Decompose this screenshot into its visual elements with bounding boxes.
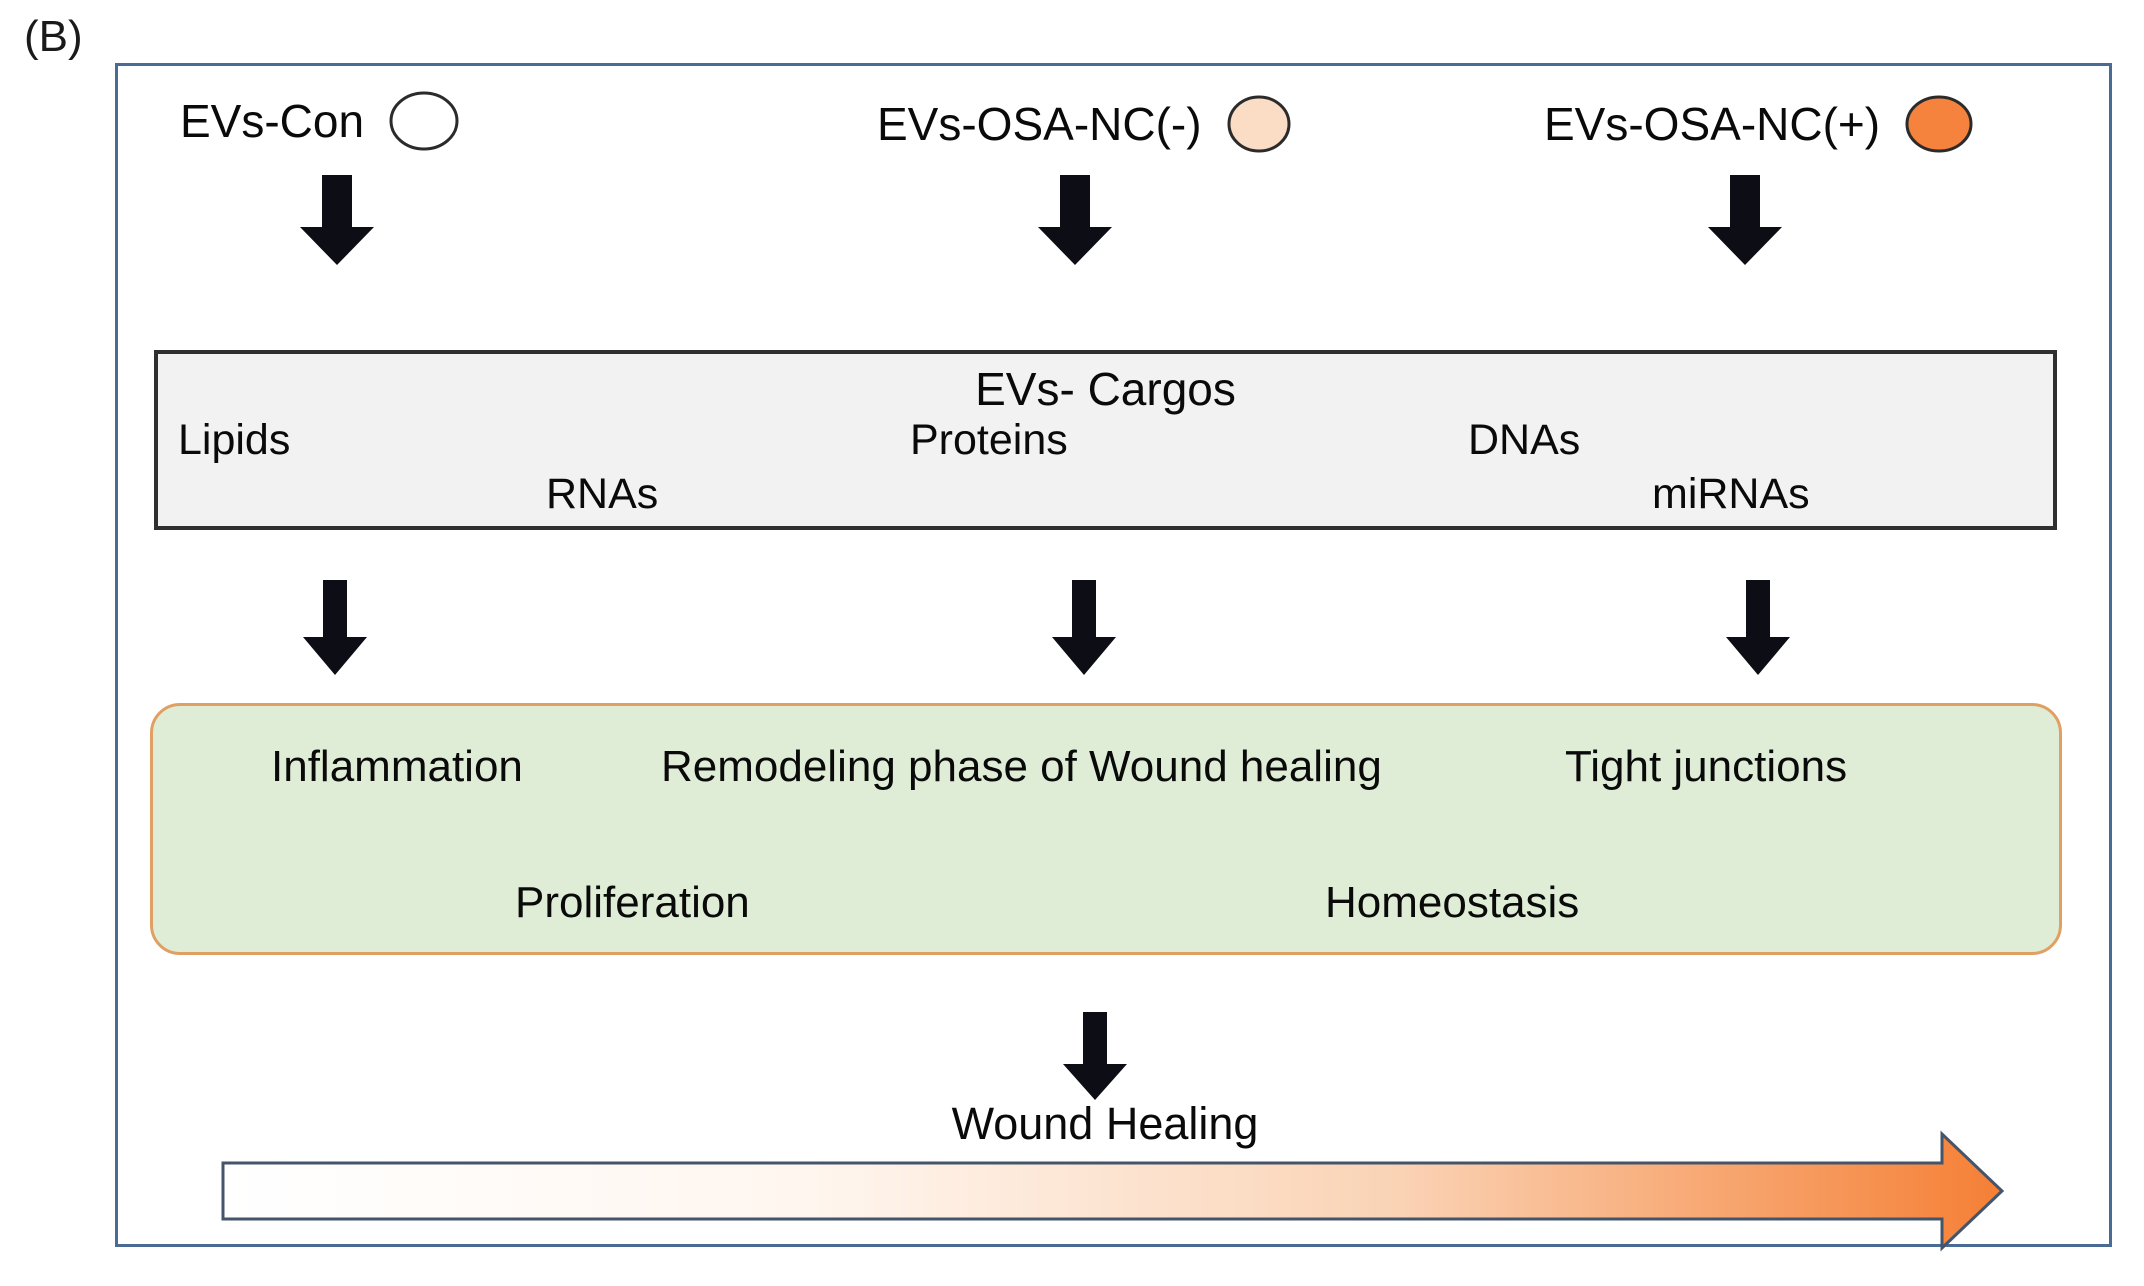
legend-label-evs-con: EVs-Con [180,95,365,147]
legend-label-evs-osa-nc-neg: EVs-OSA-NC(-) [877,98,1202,150]
circle-swatch-orange-icon [1905,95,1973,153]
circle-swatch-white-icon [389,91,459,151]
down-arrow-icon [1726,580,1790,675]
legend-label-evs-osa-nc-pos: EVs-OSA-NC(+) [1544,98,1881,150]
effect-item-tight-junctions: Tight junctions [1565,742,1848,791]
cargo-item-dnas: DNAs [1468,416,1581,464]
cargo-item-rnas: RNAs [546,470,659,518]
legend-item-evs-osa-nc-pos: EVs-OSA-NC(+) [1544,93,1974,155]
effect-item-remodeling-phase: Remodeling phase of Wound healing [661,742,1382,791]
evs-cargo-box: EVs- Cargos Lipids Proteins DNAs RNAs mi… [154,350,2057,530]
cargo-item-mirnas: miRNAs [1652,470,1810,518]
down-arrow-icon [1052,580,1116,675]
cargo-item-lipids: Lipids [178,416,291,464]
cargo-item-proteins: Proteins [910,416,1068,464]
legend-item-evs-con: EVs-Con [180,90,460,152]
down-arrow-icon [1708,175,1782,265]
down-arrow-icon [1063,1012,1127,1100]
circle-swatch-peach-icon [1227,95,1291,153]
effect-item-homeostasis: Homeostasis [1325,878,1580,927]
wound-healing-effects-box: Inflammation Remodeling phase of Wound h… [150,703,2062,955]
down-arrow-icon [300,175,374,265]
down-arrow-icon [303,580,367,675]
effect-item-proliferation: Proliferation [515,878,750,927]
cargo-box-title: EVs- Cargos [975,363,1236,415]
wound-healing-label: Wound Healing [951,1098,1259,1149]
legend-item-evs-osa-nc-neg: EVs-OSA-NC(-) [877,93,1292,155]
diagram-frame [115,63,2112,1247]
down-arrow-icon [1038,175,1112,265]
gradient-right-arrow-icon [221,1130,2005,1252]
effect-item-inflammation: Inflammation [271,742,523,791]
panel-label: (B) [24,12,83,61]
